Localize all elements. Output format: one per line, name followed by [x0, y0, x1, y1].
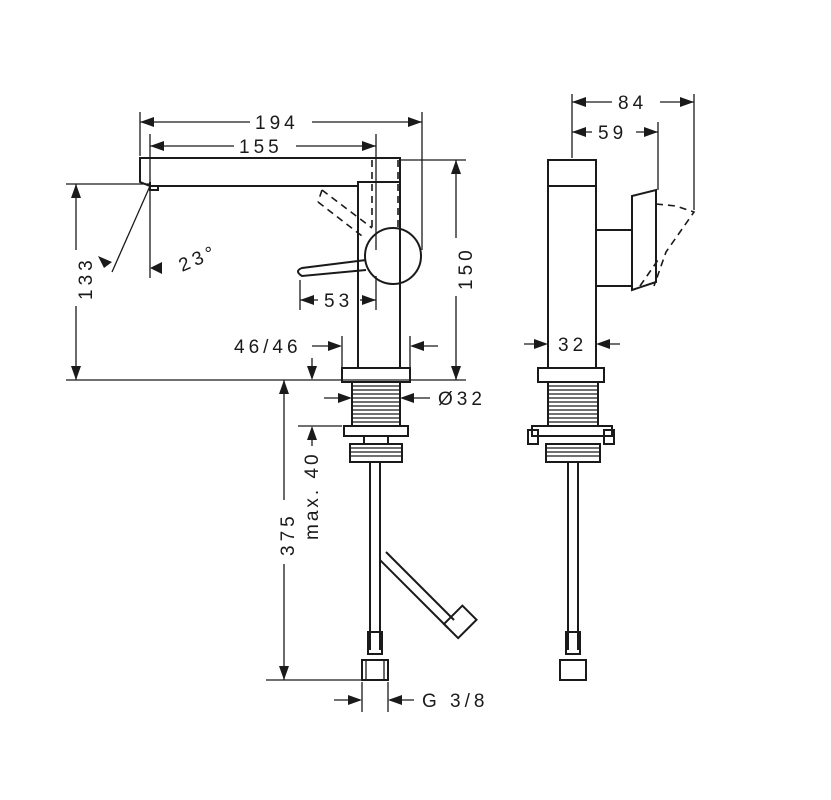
dim-46-46: 46/46 [234, 337, 302, 358]
hose-connector-right [442, 604, 478, 640]
dim-53: 53 [324, 291, 353, 312]
supply-hose-angled [379, 551, 455, 629]
dim-133: 133 [76, 256, 97, 300]
mounting-plate [343, 425, 409, 437]
side-lever-dashed [639, 203, 696, 287]
dim-150: 150 [456, 246, 477, 290]
dim-194: 194 [255, 113, 299, 134]
threaded-shank [351, 381, 401, 427]
front-view [139, 157, 478, 681]
faucet-body [357, 182, 401, 368]
dim-155: 155 [239, 137, 283, 158]
dim-side-59: 59 [598, 123, 627, 144]
dim-max-40: max. 40 [302, 451, 323, 540]
side-lever [631, 188, 657, 292]
side-lever-hub [595, 229, 633, 287]
dimension-lines [66, 94, 695, 712]
side-hose [567, 462, 579, 650]
mounting-nut [349, 443, 403, 463]
hose-connector-left [361, 659, 389, 681]
side-view [527, 159, 696, 681]
dim-375: 375 [278, 512, 299, 556]
side-threaded-shank [547, 381, 599, 427]
side-nut [545, 443, 601, 463]
lever-knob [364, 227, 422, 285]
dim-thread-diameter: Ø32 [438, 389, 486, 410]
dim-connection: G 3/8 [422, 691, 488, 712]
side-hose-connector [559, 659, 587, 681]
dim-side-84: 84 [618, 93, 647, 114]
supply-hose-vertical [369, 462, 381, 650]
spout [139, 157, 401, 187]
dim-angle: 23° [176, 241, 222, 276]
dim-side-32: 32 [558, 335, 587, 356]
lever-handle [297, 259, 367, 278]
